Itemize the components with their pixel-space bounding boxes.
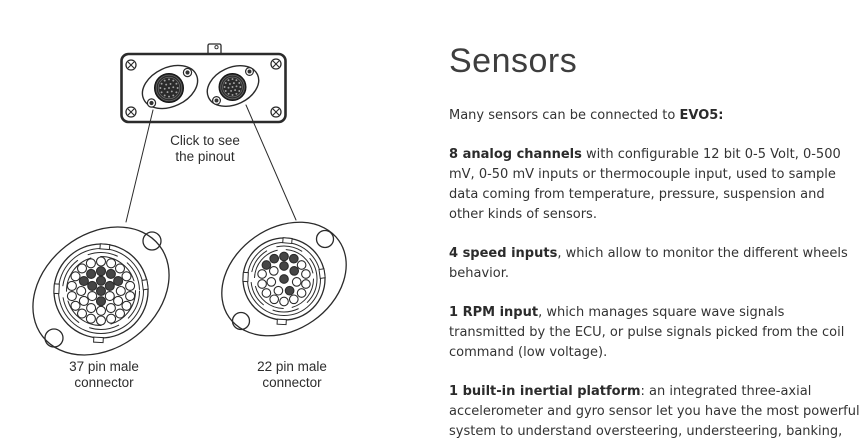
content-column: Sensors Many sensors can be connected to…	[449, 40, 861, 444]
screw-icon	[125, 59, 137, 71]
page-title: Sensors	[449, 42, 578, 80]
connector-37-label: 37 pin male connector	[69, 359, 139, 390]
mounting-hole	[315, 229, 335, 249]
pinout-22[interactable]	[200, 199, 368, 359]
key-tabs-22	[242, 237, 326, 326]
panel-connector-37-pins	[159, 78, 179, 98]
connector-diagram: Click to see the pinout 37 pin male conn…	[0, 0, 432, 444]
paragraph-inertial-platform: 1 built-in inertial platform: an integra…	[449, 382, 861, 444]
paragraph-lead: 4 speed inputs	[449, 246, 558, 261]
paragraph-text: , which manages square wave signals tran…	[449, 305, 845, 360]
paragraph-lead: 1 built-in inertial platform	[449, 384, 641, 399]
paragraph-text: with configurable 12 bit 0-5 Volt, 0-500…	[449, 147, 841, 222]
screw-icon	[146, 98, 157, 108]
paragraph-lead: 8 analog channels	[449, 147, 582, 162]
mounting-hole	[44, 328, 64, 348]
paragraph-text: , which allow to monitor the different w…	[449, 246, 848, 281]
intro-paragraph: Many sensors can be connected to EVO5:	[449, 106, 861, 126]
paragraph-text: : an integrated three-axial acceleromete…	[449, 384, 860, 439]
paragraph-speed-inputs: 4 speed inputs, which allow to monitor t…	[449, 244, 861, 284]
paragraph-analog-channels: 8 analog channels with configurable 12 b…	[449, 145, 861, 225]
panel-connector-22[interactable]	[201, 58, 266, 114]
key-tabs-37	[53, 243, 149, 344]
mounting-hole	[142, 231, 162, 251]
pin-field-37	[66, 256, 136, 326]
pin-field-22	[257, 251, 311, 307]
screw-icon	[270, 106, 282, 118]
intro-text: Many sensors can be connected to	[449, 108, 680, 123]
screw-icon	[244, 66, 255, 77]
click-to-see-pinout-note: Click to see the pinout	[170, 133, 240, 164]
mounting-tab-hole	[214, 45, 219, 50]
connector-22-label: 22 pin male connector	[257, 359, 327, 390]
mounting-hole	[231, 311, 251, 331]
intro-bold: EVO5:	[679, 108, 724, 123]
paragraph-rpm-input: 1 RPM input, which manages square wave s…	[449, 303, 861, 363]
screw-icon	[270, 58, 282, 70]
diagram-svg	[8, 43, 368, 382]
screw-icon	[125, 106, 137, 118]
leader-line-22	[245, 104, 297, 221]
screw-icon	[211, 95, 222, 106]
panel-connector-37[interactable]	[135, 57, 204, 117]
leader-line-37	[125, 109, 154, 223]
screw-icon	[182, 67, 193, 78]
pinout-37[interactable]	[8, 201, 195, 382]
panel-connector-22-pins	[223, 78, 242, 96]
paragraph-lead: 1 RPM input	[449, 305, 539, 320]
